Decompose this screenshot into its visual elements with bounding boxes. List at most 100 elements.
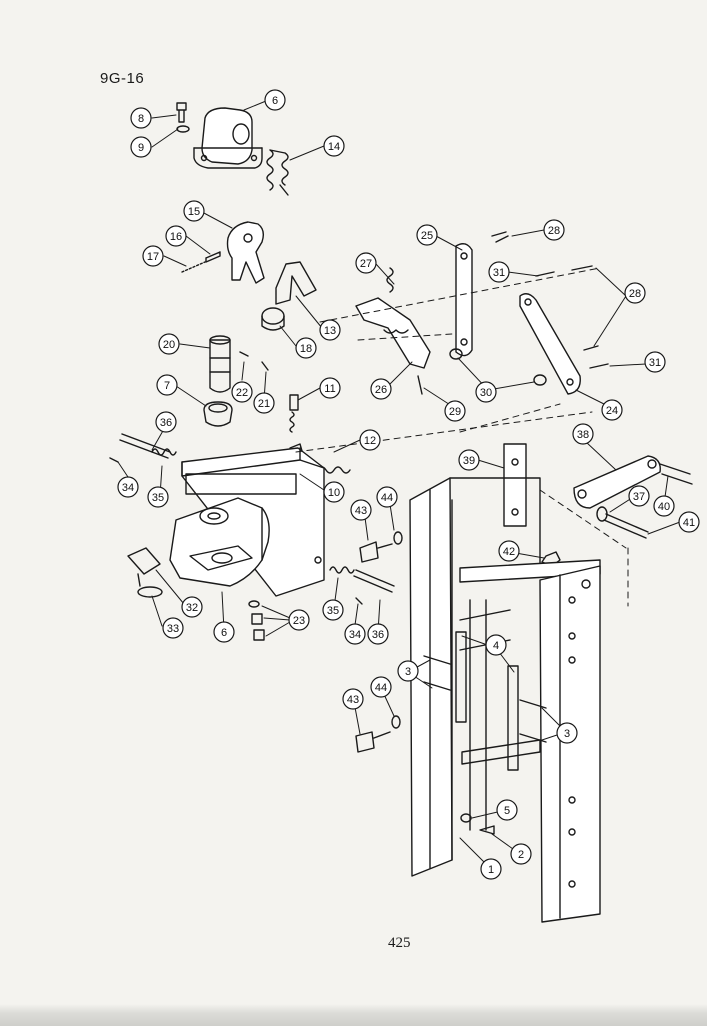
svg-text:36: 36 (372, 629, 384, 641)
spring-part (386, 267, 394, 293)
callout-16: 16 (165, 225, 187, 247)
svg-text:27: 27 (360, 258, 372, 270)
callout-21: 21 (253, 392, 275, 414)
svg-text:12: 12 (364, 435, 376, 447)
svg-text:17: 17 (147, 251, 159, 263)
callout-26: 26 (370, 378, 392, 400)
svg-text:29: 29 (449, 406, 461, 418)
torsion-spring-part (266, 149, 289, 196)
connecting-link-part (573, 455, 661, 509)
washer-part (393, 531, 403, 545)
svg-text:7: 7 (164, 380, 170, 392)
svg-text:23: 23 (293, 615, 305, 627)
grease-fitting-part (127, 547, 161, 587)
callout-7: 7 (156, 374, 178, 396)
callout-6-body: 6 (213, 621, 235, 643)
svg-text:3: 3 (405, 666, 411, 678)
svg-text:44: 44 (381, 492, 393, 504)
bolt-part (603, 513, 649, 539)
callout-36-right: 36 (367, 623, 389, 645)
svg-text:25: 25 (421, 230, 433, 242)
svg-text:36: 36 (160, 417, 172, 429)
bolt-part (583, 345, 599, 351)
alignment-line (459, 403, 561, 433)
svg-text:32: 32 (186, 602, 198, 614)
pin-part (417, 375, 423, 395)
callout-31: 31 (488, 261, 510, 283)
pin-part (423, 655, 451, 691)
bolt-part (355, 731, 391, 753)
retaining-ring-part (137, 586, 163, 598)
svg-text:35: 35 (152, 492, 164, 504)
frame-bracket-part (409, 477, 601, 923)
callout-3-left: 3 (397, 660, 419, 682)
callout-41: 41 (678, 511, 700, 533)
washer-part (391, 715, 401, 729)
callout-12: 12 (359, 429, 381, 451)
callout-35: 35 (147, 486, 169, 508)
link-bar-part (455, 243, 473, 357)
svg-text:44: 44 (375, 682, 387, 694)
callout-43: 43 (350, 499, 372, 521)
callout-37: 37 (628, 485, 650, 507)
link-bar-part (519, 293, 581, 395)
callout-1: 1 (480, 858, 502, 880)
pivot-pin-part (353, 569, 395, 593)
callout-8: 8 (130, 107, 152, 129)
svg-text:18: 18 (300, 343, 312, 355)
bolt-part (479, 825, 495, 835)
spacer-part (533, 374, 547, 386)
callout-17: 17 (142, 245, 164, 267)
svg-text:37: 37 (633, 491, 645, 503)
svg-text:3: 3 (564, 728, 570, 740)
handle-rod-part (275, 261, 317, 305)
plug-part (248, 600, 260, 608)
svg-text:2: 2 (518, 849, 524, 861)
cover-housing-part (193, 107, 263, 169)
bushing-part (203, 401, 233, 427)
alignment-line (539, 489, 627, 549)
svg-text:30: 30 (480, 387, 492, 399)
svg-text:14: 14 (328, 141, 340, 153)
svg-text:39: 39 (463, 455, 475, 467)
svg-text:13: 13 (324, 325, 336, 337)
plug-part (253, 629, 265, 641)
washer-part (176, 125, 190, 133)
callout-44: 44 (376, 486, 398, 508)
pin-part (181, 261, 206, 273)
callout-22: 22 (231, 381, 253, 403)
callout-27: 27 (355, 252, 377, 274)
svg-text:6: 6 (272, 95, 278, 107)
nut-part (460, 813, 472, 823)
bolt-part (176, 102, 187, 123)
plate-part (503, 443, 527, 527)
svg-text:9: 9 (138, 142, 144, 154)
callout-10: 10 (323, 481, 345, 503)
callout-25: 25 (416, 224, 438, 246)
alignment-line (319, 267, 601, 323)
svg-text:22: 22 (236, 387, 248, 399)
svg-text:34: 34 (349, 629, 361, 641)
svg-text:31: 31 (493, 267, 505, 279)
svg-text:43: 43 (347, 694, 359, 706)
callout-39: 39 (458, 449, 480, 471)
callout-2: 2 (510, 843, 532, 865)
callout-30: 30 (475, 381, 497, 403)
callout-28-right: 28 (624, 282, 646, 304)
bolt-part (535, 271, 555, 277)
latch-hook-part (226, 221, 265, 284)
svg-text:26: 26 (375, 384, 387, 396)
svg-text:6: 6 (221, 627, 227, 639)
bolt-part (571, 265, 593, 271)
svg-text:1: 1 (488, 864, 494, 876)
svg-text:24: 24 (606, 405, 618, 417)
callout-35-right: 35 (322, 599, 344, 621)
scan-edge (0, 1004, 707, 1026)
spring-part (329, 566, 355, 574)
svg-text:31: 31 (649, 357, 661, 369)
callout-13: 13 (319, 319, 341, 341)
page-number: 425 (388, 935, 411, 951)
svg-text:28: 28 (548, 225, 560, 237)
svg-text:10: 10 (328, 487, 340, 499)
bolt-part (359, 541, 393, 563)
